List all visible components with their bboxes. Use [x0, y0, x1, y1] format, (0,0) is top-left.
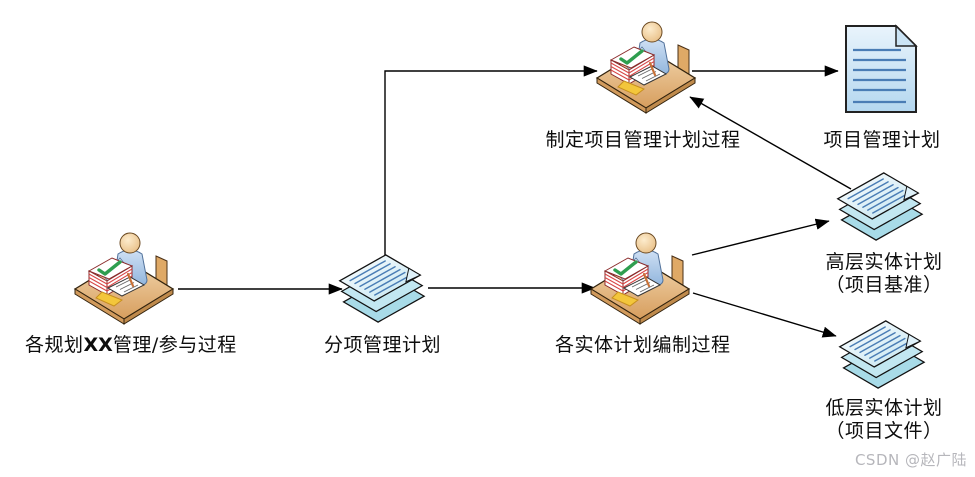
arrow-highlevel-to-develop [689, 96, 852, 190]
node-label-entity-planning: 各实体计划编制过程 [555, 334, 731, 356]
person-at-desk-icon [72, 230, 176, 326]
node-label-develop-pm-plan: 制定项目管理计划过程 [545, 129, 741, 151]
arrow-entity-to-lowlevel [692, 292, 837, 338]
document-stack-icon [830, 168, 926, 245]
person-at-desk-icon [594, 19, 698, 115]
node-label-project-mgmt-plan: 项目管理计划 [823, 129, 941, 151]
arrow-subsidiary-to-develop [384, 65, 598, 257]
label-line2: （项目文件） [825, 420, 943, 442]
node-label-subsidiary-plans: 分项管理计划 [323, 334, 441, 356]
document-stack-icon [832, 316, 928, 393]
person-at-desk-icon [588, 230, 692, 326]
arrow-entity-to-highlevel [691, 218, 830, 256]
label-line2: （项目基准） [825, 274, 943, 296]
document-stack-icon [332, 250, 428, 327]
label-text: 管理/参与过程 [112, 334, 237, 356]
label-line1: 低层实体计划 [825, 397, 943, 419]
label-text: 各规划 [25, 334, 84, 356]
watermark: CSDN @赵广陆 [854, 451, 967, 469]
node-label-planning-processes: 各规划XX管理/参与过程 [25, 334, 237, 357]
node-label-high-level-plans: 高层实体计划 （项目基准） [814, 251, 954, 297]
label-text-bold: XX [83, 334, 113, 356]
document-icon [843, 24, 919, 114]
node-label-low-level-plans: 低层实体计划 （项目文件） [814, 397, 954, 443]
label-line1: 高层实体计划 [825, 251, 943, 273]
